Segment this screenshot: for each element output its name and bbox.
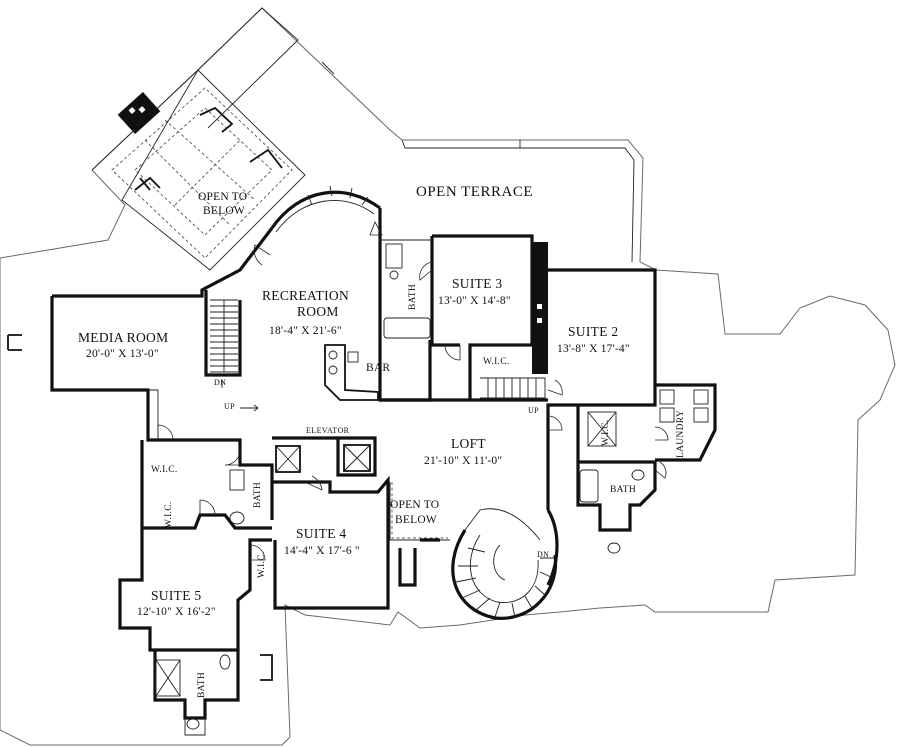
open-to-below-upper-area [91,7,306,271]
laundry-label: LAUNDRY [676,410,686,458]
wic-label-suite3: W.I.C. [483,357,510,367]
stair-up-label-right: UP [528,406,539,415]
media-room-label: MEDIA ROOM [78,330,168,345]
stairs-left [210,299,238,373]
chimney-icon [117,91,161,135]
wic-label-left-2: W.I.C. [164,501,174,528]
recreation-room-label-1: RECREATION [262,288,349,303]
bar-label: BAR [366,362,390,374]
suite-2-label: SUITE 2 [568,324,618,339]
stair-dn-label-spiral: DN [537,550,549,559]
loft-label: LOFT [451,436,486,451]
open-below-mid-label-1: OPEN TO [390,499,439,511]
recreation-room-label-2: ROOM [297,304,339,319]
stair-up-label-left: UP [224,402,235,411]
wic-label-suite2: W.I.C. [601,419,611,446]
exterior-outline [0,7,896,746]
spiral-stair [451,508,558,620]
doors [157,221,669,561]
open-below-upper-label-1: OPEN TO [198,191,247,203]
suite-5-dimension: 12'-10" X 16'-2" [137,606,216,618]
bath-label-suite2: BATH [610,485,636,495]
room-labels: OPEN TERRACE OPEN TO BELOW RECREATION RO… [78,184,686,698]
elevator [275,444,371,473]
bath-label-suite5: BATH [197,672,207,698]
open-terrace-label: OPEN TERRACE [416,184,533,200]
bar-counter [324,344,379,401]
wic-label-suite4: W.I.C. [257,551,267,578]
stairs-upper-right [480,377,546,399]
bath-label-suite4: BATH [253,482,263,508]
recreation-room-dimension: 18'-4" X 21'-6" [269,325,342,337]
suite-5-label: SUITE 5 [151,588,201,603]
suite-3-dimension: 13'-0" X 14'-8" [438,295,511,307]
wic-label-left-1: W.I.C. [151,465,178,475]
suite-3-label: SUITE 3 [452,276,502,291]
fixtures [155,243,709,730]
stair-dn-label-left: DN [214,378,226,387]
loft-dimension: 21'-10" X 11'-0" [424,455,502,467]
bath-label-rec: BATH [408,284,418,310]
suite-4-label: SUITE 4 [296,526,346,541]
walls [50,208,717,736]
suite-4-dimension: 14'-4" X 17'-6 " [284,545,360,557]
suite-2-dimension: 13'-8" X 17'-4" [557,343,630,355]
elevator-label: ELEVATOR [306,426,350,435]
media-room-dimension: 20'-0" X 13'-0" [86,348,159,360]
open-below-mid-label-2: BELOW [395,514,437,526]
open-below-upper-label-2: BELOW [203,205,245,217]
